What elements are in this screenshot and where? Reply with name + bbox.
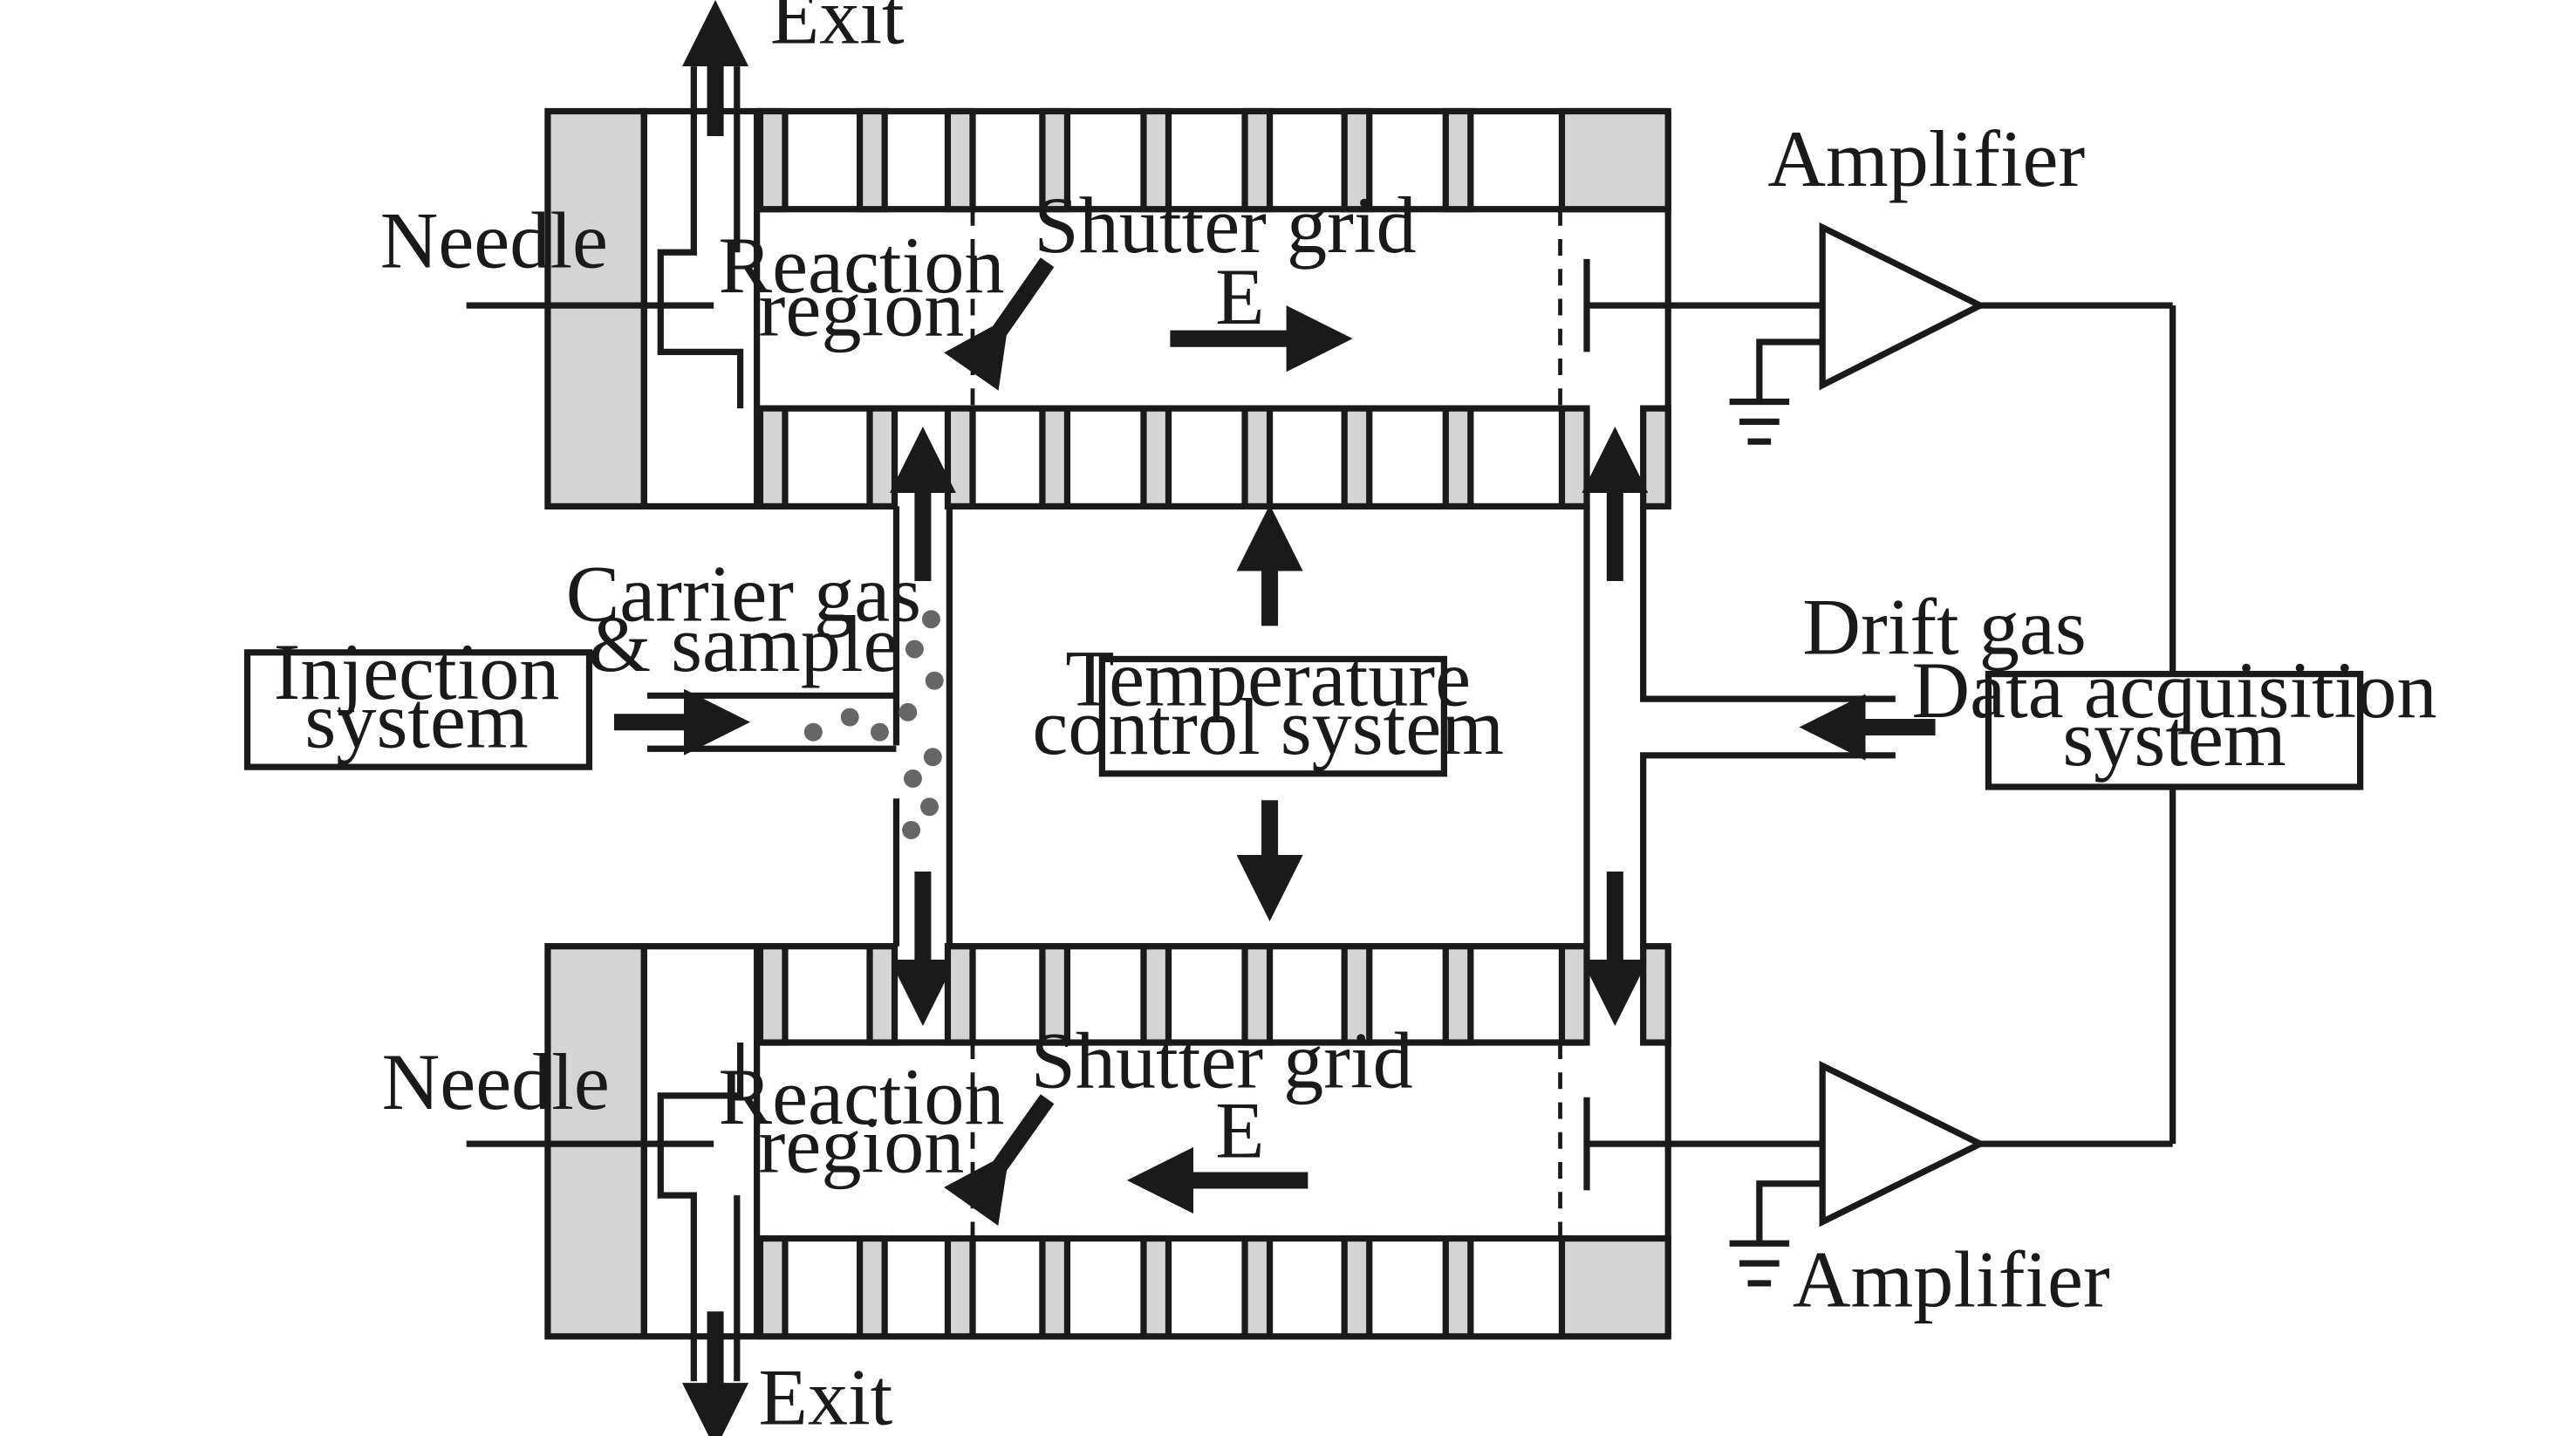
bottom-ground-icon bbox=[1729, 1240, 1790, 1287]
reaction-region-top-line1: Reaction bbox=[719, 221, 1005, 310]
needle-bottom-label: Needle bbox=[382, 1037, 610, 1126]
shutter-grid-top-label: Shutter grid bbox=[1034, 181, 1416, 270]
top-ground-wire bbox=[1756, 338, 1823, 402]
top-collector-block bbox=[1558, 107, 1671, 213]
top-exit-channel-left bbox=[657, 66, 744, 409]
bottom-drift-tube bbox=[466, 943, 2173, 1436]
carrier-gas-label-line1: Carrier gas bbox=[566, 550, 921, 639]
exit-bottom-label: Exit bbox=[759, 1353, 893, 1436]
top-amplifier-symbol bbox=[1819, 222, 1988, 391]
top-electrode-rings-lower bbox=[756, 405, 1590, 509]
bottom-drift-inlet-ring bbox=[1640, 943, 1671, 1046]
field-bottom-label: E bbox=[1215, 1085, 1264, 1174]
needle-top-label: Needle bbox=[380, 195, 608, 284]
bottom-amplifier-symbol bbox=[1819, 1060, 1988, 1227]
temperature-control-box bbox=[1098, 655, 1447, 777]
central-section bbox=[243, 305, 2364, 1145]
top-shutter-pointer-arrow bbox=[944, 257, 1055, 391]
drift-gas-label: Drift gas bbox=[1802, 583, 2086, 672]
injection-system-label-line2: system bbox=[304, 675, 528, 764]
data-acquisition-label-line2: system bbox=[2062, 694, 2286, 783]
top-ground-icon bbox=[1729, 398, 1790, 445]
sample-particles bbox=[803, 610, 944, 839]
amplifier-top-label: Amplifier bbox=[1767, 114, 2085, 203]
injection-system-box bbox=[243, 649, 593, 770]
reaction-region-bottom-line1: Reaction bbox=[719, 1052, 1005, 1141]
data-acquisition-box bbox=[1985, 670, 2364, 790]
bottom-shutter-pointer-arrow bbox=[944, 1094, 1055, 1227]
top-electrode-rings-upper bbox=[756, 107, 1474, 213]
bottom-electrode-rings-upper bbox=[756, 943, 1590, 1046]
bottom-electrode-rings-lower bbox=[756, 1234, 1474, 1340]
carrier-gas-label-line2: & sample bbox=[588, 599, 899, 688]
reaction-region-top-line2: region bbox=[759, 263, 965, 352]
exit-top-label: Exit bbox=[770, 0, 905, 60]
shutter-grid-bottom-label: Shutter grid bbox=[1031, 1015, 1413, 1104]
bottom-ground-wire bbox=[1756, 1180, 1823, 1244]
reaction-region-bottom-line2: region bbox=[759, 1100, 965, 1189]
amplifier-bottom-label: Amplifier bbox=[1793, 1235, 2110, 1324]
top-end-block bbox=[544, 107, 647, 509]
temperature-control-label-line2: control system bbox=[1032, 682, 1504, 771]
temperature-control-label-line1: Temperature bbox=[1065, 634, 1471, 723]
bottom-collector-block bbox=[1558, 1234, 1671, 1340]
field-top-label: E bbox=[1215, 252, 1264, 341]
data-acquisition-label-line1: Data acquisition bbox=[1911, 646, 2436, 735]
labels: Exit Exit Needle Needle Reaction region … bbox=[274, 0, 2437, 1436]
drift-channel-right-lower bbox=[1640, 752, 1896, 947]
top-drift-inlet-ring bbox=[1640, 405, 1671, 509]
injection-system-label-line1: Injection bbox=[274, 627, 560, 716]
